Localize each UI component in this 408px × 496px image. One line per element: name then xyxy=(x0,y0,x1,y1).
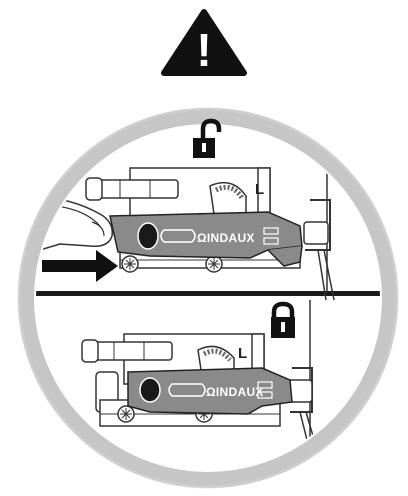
screw-icon xyxy=(118,406,134,422)
screw-icon xyxy=(122,256,138,272)
brand-logo: ΩINDAUX xyxy=(206,385,264,399)
side-letter: L xyxy=(255,181,264,198)
side-letter: L xyxy=(238,345,247,362)
divider-line xyxy=(20,291,390,296)
warning-mark: ! xyxy=(196,24,211,76)
warning-triangle-icon: ! xyxy=(164,12,244,76)
brand-logo: ΩINDAUX xyxy=(197,231,255,245)
screw-icon xyxy=(206,256,222,272)
